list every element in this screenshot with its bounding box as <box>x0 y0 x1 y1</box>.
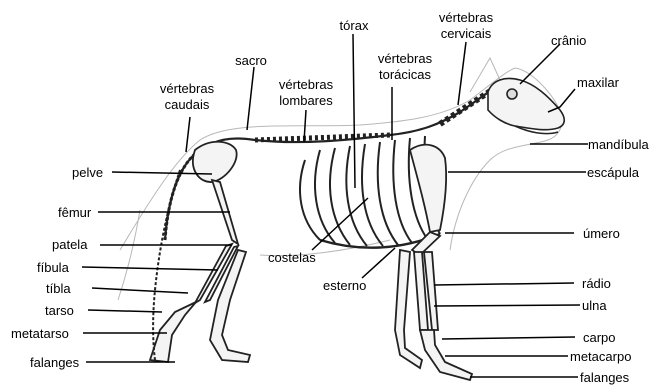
label-fibula: fíbula <box>37 260 69 275</box>
label-patela: patela <box>52 237 87 252</box>
label-vertebras-caudais-line1: vértebras <box>151 81 223 96</box>
label-falanges-front: falanges <box>580 370 629 385</box>
label-umero: úmero <box>583 226 620 241</box>
label-costelas: costelas <box>268 250 316 265</box>
label-carpo: carpo <box>583 330 616 345</box>
label-torax: tórax <box>338 18 370 33</box>
label-vertebras-cervicais-line1: vértebras <box>430 10 502 25</box>
hind-leg <box>150 142 238 362</box>
label-metacarpo: metacarpo <box>570 349 631 364</box>
label-metatarso: metatarso <box>11 326 69 341</box>
label-radio: rádio <box>582 276 611 291</box>
label-esterno: esterno <box>323 278 366 293</box>
label-vertebras-caudais-line2: caudais <box>151 97 223 112</box>
label-sacro: sacro <box>229 53 273 68</box>
label-pelve: pelve <box>72 165 103 180</box>
label-mandibula: mandíbula <box>588 137 649 152</box>
label-tibia: tíbla <box>46 281 71 296</box>
label-escapula: escápula <box>587 165 639 180</box>
label-falanges-hind: falanges <box>30 355 79 370</box>
label-vertebras-cervicais-line2: cervicais <box>430 26 502 41</box>
label-cranio: crânio <box>551 33 586 48</box>
skull <box>488 79 564 134</box>
front-leg <box>210 145 472 380</box>
label-vertebras-toracicas-line1: vértebras <box>370 51 440 66</box>
label-vertebras-lombares-line2: lombares <box>270 93 342 108</box>
label-ulna: ulna <box>582 298 607 313</box>
label-vertebras-toracicas-line2: torácicas <box>370 67 440 82</box>
label-tarso: tarso <box>45 303 74 318</box>
label-maxilar: maxilar <box>577 75 619 90</box>
label-vertebras-lombares-line1: vértebras <box>270 77 342 92</box>
label-femur: fêmur <box>58 205 91 220</box>
